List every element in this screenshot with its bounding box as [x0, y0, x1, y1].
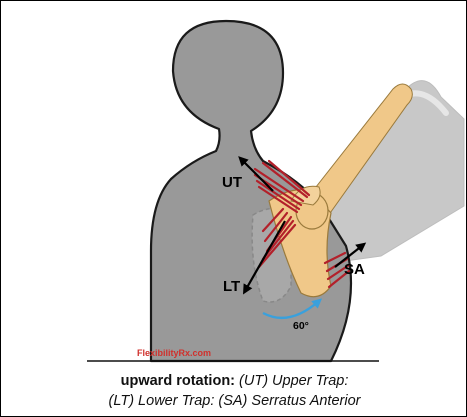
serratus-arrow [334, 242, 367, 268]
caption-line-1: upward rotation: (UT) Upper Trap: [1, 371, 467, 391]
sa-label: SA [344, 261, 365, 278]
ut-label: UT [222, 174, 242, 191]
caption-lead: upward rotation: [120, 373, 236, 389]
rotation-arrow [262, 298, 323, 320]
caption-line1-rest: (UT) Upper Trap: [235, 373, 349, 389]
upper-trap-muscle [253, 159, 311, 214]
caption-line-2: (LT) Lower Trap: (SA) Serratus Anterior [108, 393, 361, 409]
lt-label: LT [223, 278, 240, 295]
scapula-upward-rotation-diagram: UT LT SA 60° FlexibilityRx.com [87, 19, 465, 363]
lower-trap-arrow [243, 220, 286, 295]
upper-trap-arrow [238, 156, 274, 192]
watermark-text: FlexibilityRx.com [137, 348, 211, 358]
raised-arm [300, 80, 465, 264]
rotation-angle-label: 60° [293, 320, 309, 332]
